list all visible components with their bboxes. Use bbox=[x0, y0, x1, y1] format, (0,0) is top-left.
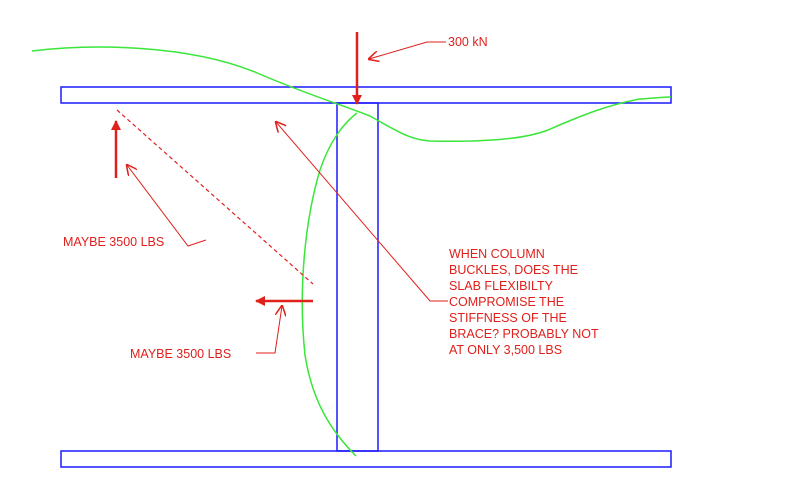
question-line-4: COMPROMISE THE bbox=[449, 295, 564, 309]
question-line-2: BUCKLES, DOES THE bbox=[449, 263, 578, 277]
question-line-5: STIFFNESS OF THE bbox=[449, 311, 567, 325]
slab-deflected-shape bbox=[31, 46, 672, 143]
load-label: 300 kN bbox=[448, 35, 488, 49]
question-line-1: WHEN COLUMN bbox=[449, 247, 545, 261]
question-leader bbox=[276, 122, 448, 302]
bottom-slab bbox=[60, 450, 672, 468]
question-line-3: SLAB FLEXIBILTY bbox=[449, 279, 554, 293]
load-leader bbox=[369, 41, 446, 59]
lower-force-leader bbox=[256, 306, 282, 354]
column-buckled-shape bbox=[301, 112, 358, 457]
question-annotation: WHEN COLUMN BUCKLES, DOES THE SLAB FLEXI… bbox=[449, 247, 599, 357]
brace-dashed-line bbox=[116, 109, 314, 285]
lower-force-label: MAYBE 3500 LBS bbox=[130, 347, 231, 361]
question-line-7: AT ONLY 3,500 LBS bbox=[449, 343, 562, 357]
upper-force-label: MAYBE 3500 LBS bbox=[63, 235, 164, 249]
column bbox=[336, 102, 379, 452]
question-line-6: BRACE? PROBABLY NOT bbox=[449, 327, 599, 341]
top-slab bbox=[60, 86, 672, 104]
upper-force-leader bbox=[127, 165, 207, 247]
